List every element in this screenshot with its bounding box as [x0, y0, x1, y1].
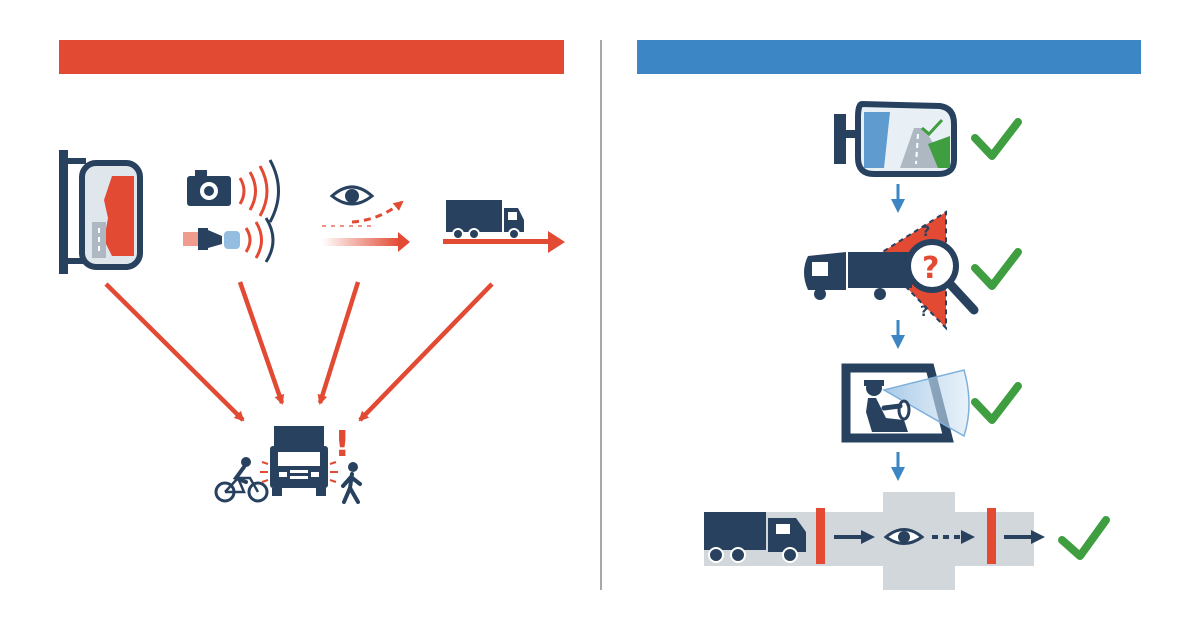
left-header-bar — [59, 40, 564, 74]
camera-sensor-icon — [183, 159, 280, 263]
question-glyph: ? — [922, 251, 939, 286]
checkmarks — [971, 118, 1110, 560]
pedestrian-icon — [341, 462, 362, 504]
check-icon-3 — [971, 382, 1022, 424]
cyclist-icon — [214, 457, 269, 503]
driver-cab-icon — [841, 363, 970, 443]
right-header-bar — [637, 40, 1141, 74]
step-mirror-icon — [834, 100, 957, 177]
alert-glyph: ! — [334, 424, 350, 465]
check-icon-4 — [1058, 516, 1110, 560]
check-icon-1 — [971, 118, 1022, 160]
side-mirror-icon — [59, 150, 143, 274]
question-glyph-small-top: ? — [922, 224, 930, 240]
converging-arrows — [104, 281, 494, 422]
eye-icon — [322, 185, 410, 252]
question-glyph-small-bottom: ? — [920, 304, 928, 320]
intersection-icon — [704, 492, 1045, 590]
magnifier-icon: ? ? ? — [804, 210, 979, 331]
arrow-from-mirror — [104, 282, 245, 422]
arrow-from-truck — [358, 282, 494, 422]
truck-icon — [443, 200, 565, 253]
check-icon-2 — [971, 248, 1022, 290]
arrow-from-eye — [317, 281, 361, 405]
exclamation-icon: ! — [334, 424, 350, 465]
arrow-from-sensor — [237, 281, 285, 405]
truck-front-icon — [260, 426, 338, 496]
